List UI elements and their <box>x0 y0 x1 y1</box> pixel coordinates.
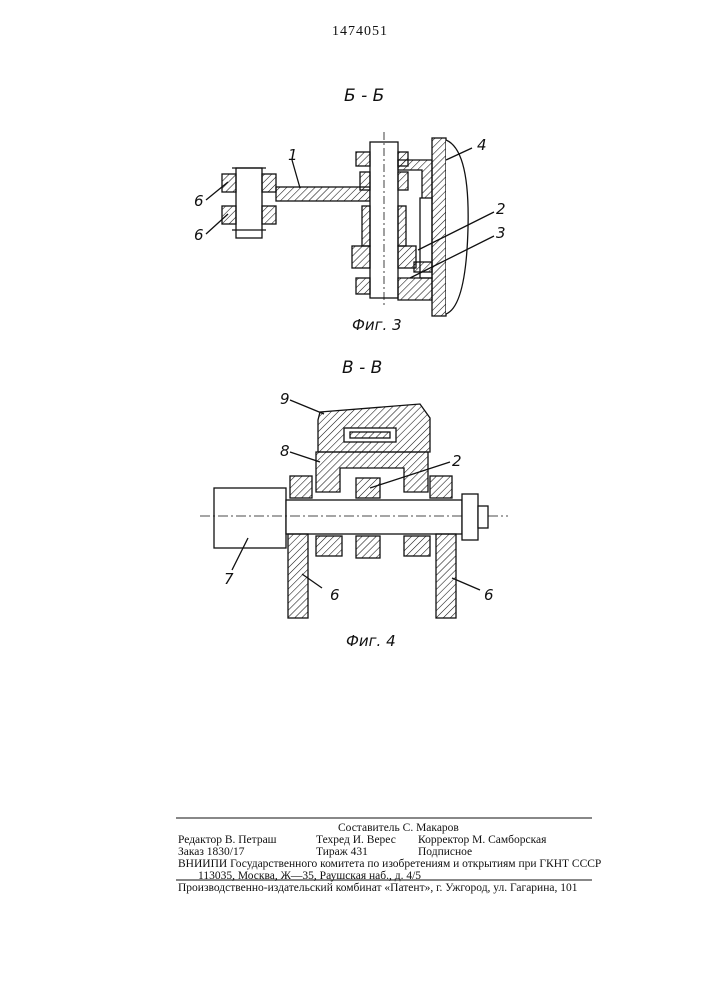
plate-4 <box>432 138 446 316</box>
imprint-publisher: Производственно-издательский комбинат «П… <box>178 882 577 894</box>
imprint-circulation: Тираж 431 <box>316 846 368 858</box>
left-block-top-r <box>262 174 276 192</box>
imprint-compiler: Составитель С. Макаров <box>338 822 459 834</box>
imprint-address: 113035, Москва, Ж—35, Раушская наб., д. … <box>198 870 421 882</box>
imprint-techred: Техред И. Верес <box>316 834 396 846</box>
imprint-editor: Редактор В. Петраш <box>178 834 277 846</box>
part-label-2-fig3: 2 <box>496 200 506 218</box>
part-label-7: 7 <box>224 570 234 588</box>
disc-6-right <box>436 534 456 618</box>
left-block-bot-r <box>262 206 276 224</box>
lever-1 <box>276 187 370 201</box>
part-label-6-fig3-bottom: 6 <box>194 226 204 244</box>
part-label-4: 4 <box>477 136 487 154</box>
imprint-order: Заказ 1830/17 <box>178 846 245 858</box>
main-axle <box>286 500 462 534</box>
part-label-3: 3 <box>496 224 506 242</box>
imprint-subscription: Подписное <box>418 846 472 858</box>
figure-3-drawing <box>206 132 494 316</box>
part-label-8: 8 <box>280 442 290 460</box>
nut <box>462 494 478 540</box>
left-block-bot <box>222 206 236 224</box>
figure-3-caption: Фиг. 3 <box>352 316 402 334</box>
figure-4-drawing <box>200 400 508 618</box>
section-label-fig4: В - В <box>342 358 382 378</box>
left-shaft <box>236 168 262 238</box>
part-label-1: 1 <box>288 146 298 164</box>
figure-4-caption: Фиг. 4 <box>346 632 396 650</box>
section-label-fig3: Б - Б <box>344 86 384 106</box>
imprint-institute: ВНИИПИ Государственного комитета по изоб… <box>178 858 601 870</box>
part-label-6-fig4-right: 6 <box>484 586 494 604</box>
part-label-2-fig4: 2 <box>452 452 462 470</box>
part-label-6-fig4-left: 6 <box>330 586 340 604</box>
imprint-corrector: Корректор М. Самборская <box>418 834 546 846</box>
shaft-7 <box>214 488 286 548</box>
part-label-9: 9 <box>280 390 290 408</box>
left-block-top <box>222 174 236 192</box>
part-label-6-fig3-top: 6 <box>194 192 204 210</box>
